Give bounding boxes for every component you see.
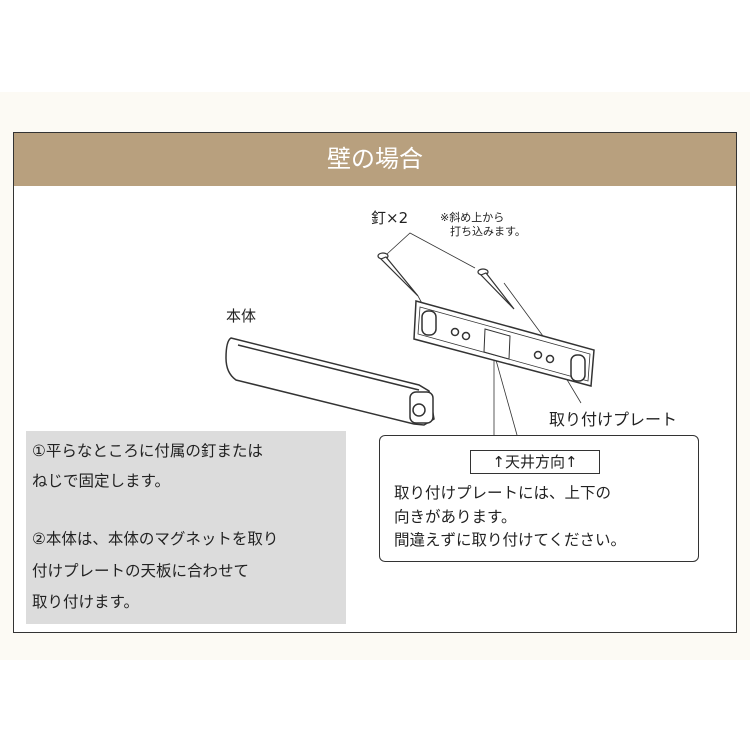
notice-line3: 間違えずに取り付けてください。 — [394, 531, 627, 549]
orientation-notice: ↑天井方向↑ 取り付けプレートには、上下の 向きがあります。 間違えずに取り付け… — [379, 435, 699, 562]
installation-illustration — [225, 232, 595, 436]
instruction-steps: ①平らなところに付属の釘または ねじで固定します。 ②本体は、本体のマグネットを… — [26, 431, 346, 624]
nail-icon — [377, 252, 515, 310]
step2-line2: 付けプレートの天板に合わせて — [32, 562, 250, 580]
step1-line1: ①平らなところに付属の釘または — [32, 442, 263, 460]
nails-note-line2: 打ち込みます。 — [450, 225, 526, 238]
nails-note-line1: ※斜め上から — [440, 211, 505, 224]
plate-label: 取り付けプレート — [549, 410, 678, 429]
step1-line2: ねじで固定します。 — [32, 472, 170, 490]
main-body-illustration — [225, 337, 435, 426]
notice-line2: 向きがあります。 — [394, 508, 517, 526]
step2-line1: ②本体は、本体のマグネットを取り — [32, 530, 279, 548]
notice-line1: 取り付けプレートには、上下の — [394, 484, 612, 502]
section-title: 壁の場合 — [14, 133, 736, 186]
step2-line3: 取り付けます。 — [32, 593, 139, 611]
instruction-panel: 壁の場合 — [13, 132, 737, 633]
ceiling-direction-label: ↑天井方向↑ — [470, 450, 600, 474]
body-label: 本体 — [226, 307, 257, 325]
nails-label: 釘×2 — [371, 209, 409, 227]
mounting-plate-illustration — [413, 300, 595, 387]
